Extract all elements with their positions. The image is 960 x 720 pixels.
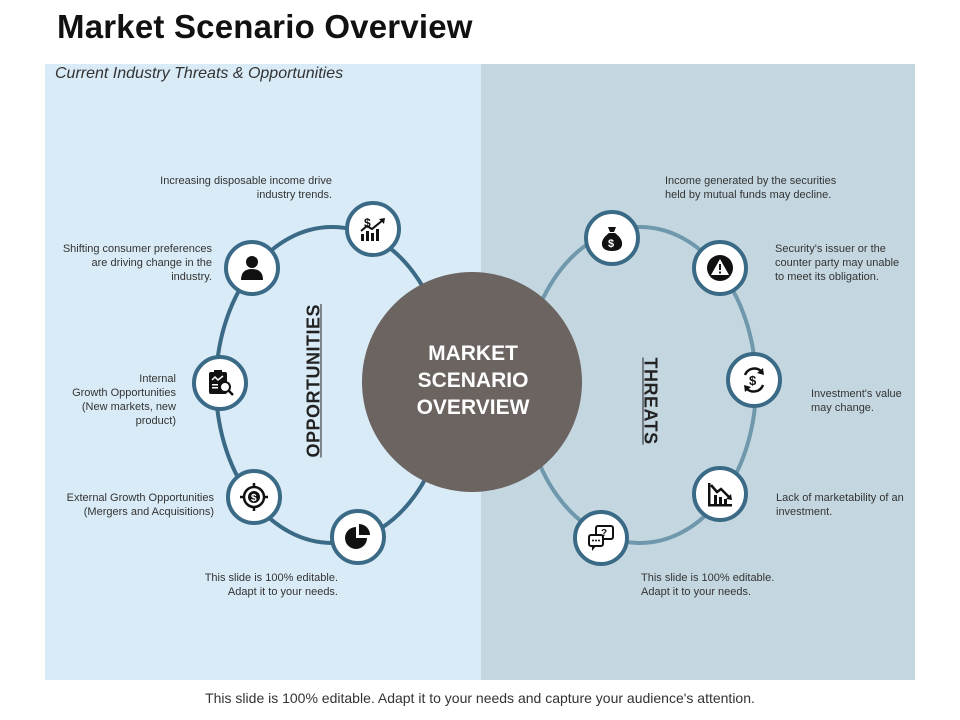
center-title: MARKET SCENARIO OVERVIEW xyxy=(416,342,530,419)
warning-icon xyxy=(707,255,733,281)
clipboard-analysis-icon xyxy=(209,370,234,396)
chart-down-icon xyxy=(708,483,732,507)
dollar-cycle-icon: $ xyxy=(743,367,765,393)
threat-node-3: $ xyxy=(726,352,782,408)
svg-text:$: $ xyxy=(608,238,614,250)
opportunity-node-1: $ xyxy=(345,201,401,257)
svg-text:$: $ xyxy=(749,373,757,388)
threat-node-1: $ xyxy=(584,210,640,266)
threat-node-2 xyxy=(692,240,748,296)
threat-node-5: ? xyxy=(573,510,629,566)
chat-question-icon: ? xyxy=(588,525,614,551)
opportunity-node-4: $ xyxy=(226,469,282,525)
money-bag-icon: $ xyxy=(601,227,623,251)
threat-node-4 xyxy=(692,466,748,522)
footer-note: This slide is 100% editable. Adapt it to… xyxy=(205,690,755,706)
threats-label: THREATS xyxy=(640,357,661,445)
page-subtitle: Current Industry Threats & Opportunities xyxy=(55,65,344,82)
threat-text-5: This slide is 100% editable.Adapt it to … xyxy=(641,572,775,598)
svg-text:$: $ xyxy=(251,493,257,504)
svg-text:?: ? xyxy=(601,528,607,539)
opportunities-label: OPPORTUNITIES xyxy=(303,303,324,458)
dollar-target-icon: $ xyxy=(240,483,268,511)
dollar-chart-up-icon: $ xyxy=(360,216,385,241)
pie-chart-icon xyxy=(345,524,370,549)
svg-text:$: $ xyxy=(364,216,371,230)
opportunity-node-3 xyxy=(192,355,248,411)
opportunity-text-4: External Growth Opportunities(Mergers an… xyxy=(66,492,214,518)
page-title: Market Scenario Overview xyxy=(57,8,473,45)
opportunity-node-2 xyxy=(224,240,280,296)
user-icon xyxy=(241,256,263,280)
opportunity-text-5: This slide is 100% editable.Adapt it to … xyxy=(204,572,338,598)
center-circle xyxy=(362,272,582,492)
opportunity-node-5 xyxy=(330,509,386,565)
